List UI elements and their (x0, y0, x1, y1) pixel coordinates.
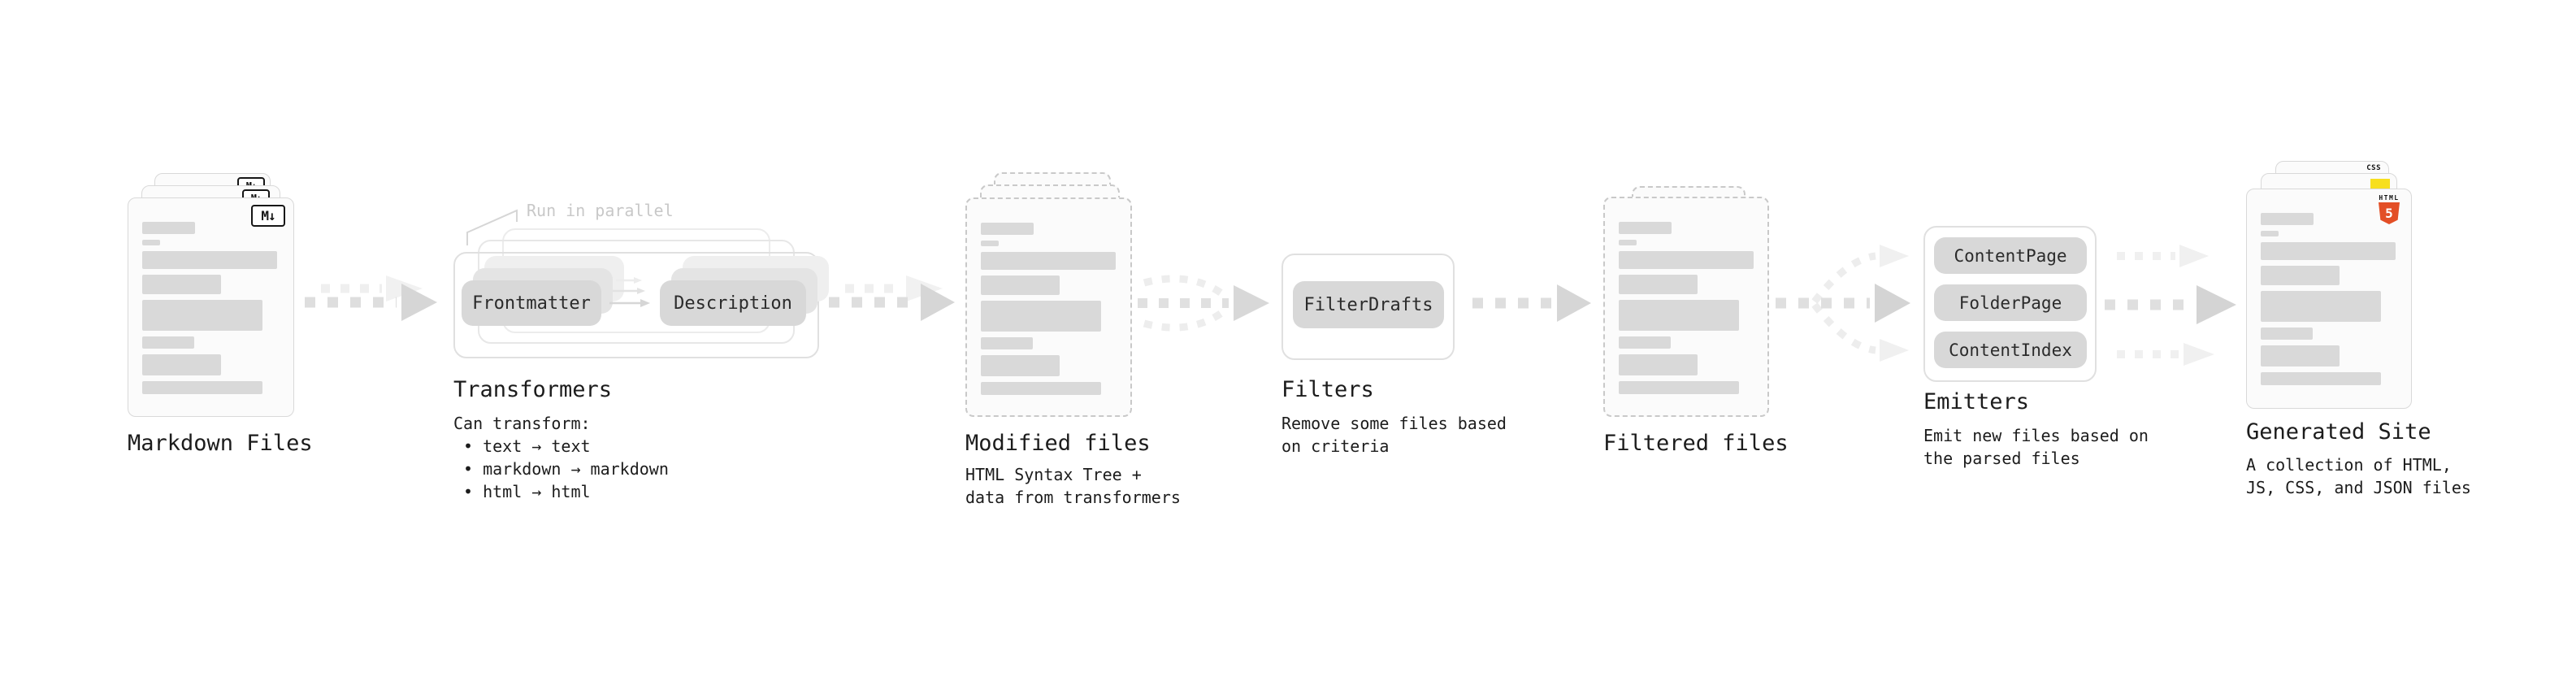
modified-files-description-line1: HTML Syntax Tree + (965, 465, 1142, 484)
html5-icon-shield: 5 (2379, 202, 2400, 224)
flow-arrow-modified-to-filters-converge (1138, 275, 1269, 332)
markdown-icon: M↓ (251, 205, 285, 227)
flow-arrow-emitters-to-site (2105, 245, 2236, 366)
emitter-node-folderpage: FolderPage (1934, 284, 2087, 321)
parallel-mini-arrows (609, 277, 650, 307)
transformers-bullet-1: • text → text (463, 436, 591, 456)
content-placeholder-bar (981, 382, 1101, 395)
content-placeholder-bar (981, 301, 1101, 332)
filters-description-line2: on criteria (1281, 436, 1390, 456)
emitters-label: Emitters (1923, 389, 2030, 414)
markdown-file-card-front: M↓ (128, 197, 294, 417)
modified-files-description: HTML Syntax Tree + data from transformer… (965, 463, 1181, 509)
transformers-description: Can transform: • text → text • markdown … (453, 412, 669, 503)
content-placeholder-bar (2261, 231, 2279, 236)
filtered-file-card-front (1603, 197, 1769, 417)
content-placeholder-bar (1619, 251, 1754, 269)
content-placeholder-bar (142, 381, 262, 394)
content-placeholder-bar (2261, 266, 2340, 285)
flow-arrow-filters-to-filtered (1472, 284, 1591, 322)
transformer-node-frontmatter: Frontmatter (462, 280, 601, 326)
content-placeholder-bar (981, 252, 1116, 270)
emitters-description-line2: the parsed files (1923, 449, 2080, 468)
filters-frame (1281, 254, 1455, 360)
content-placeholder-bar (1619, 222, 1672, 234)
js-icon (2370, 179, 2390, 191)
flow-arrow-transformers-to-modified (829, 275, 955, 321)
filtered-files-label: Filtered files (1603, 431, 1789, 456)
generated-site-description-line1: A collection of HTML, (2246, 455, 2452, 475)
emitters-frame (1923, 226, 2097, 382)
emitter-node-contentpage: ContentPage (1934, 237, 2087, 274)
emitters-description-line1: Emit new files based on (1923, 426, 2149, 445)
content-placeholder-bar (142, 222, 195, 234)
content-placeholder-bar (142, 354, 221, 375)
transformer-frame-front (453, 252, 819, 358)
run-in-parallel-annotation: Run in parallel (527, 201, 674, 220)
filters-label: Filters (1281, 377, 1374, 402)
content-placeholder-bar (981, 223, 1034, 235)
emitter-node-contentindex: ContentIndex (1934, 332, 2087, 368)
file-content-placeholder (967, 199, 1130, 395)
file-content-placeholder (2247, 189, 2411, 385)
content-placeholder-bar (2261, 213, 2314, 225)
content-placeholder-bar (2261, 327, 2313, 340)
content-placeholder-bar (142, 240, 160, 245)
filters-description: Remove some files based on criteria (1281, 412, 1507, 458)
content-placeholder-bar (142, 251, 277, 269)
transformers-bullet-2: • markdown → markdown (463, 459, 669, 479)
flow-arrow-markdown-to-transformers (305, 275, 437, 321)
generated-site-label: Generated Site (2246, 419, 2431, 445)
generated-site-description-line2: JS, CSS, and JSON files (2246, 478, 2471, 497)
content-placeholder-bar (981, 241, 999, 246)
html5-icon-number: 5 (2385, 205, 2393, 221)
transformers-description-title: Can transform: (453, 414, 591, 433)
content-placeholder-bar (142, 336, 194, 349)
flow-arrow-filtered-to-emitters-diverge (1776, 245, 1910, 362)
css-icon: CSS (2366, 165, 2381, 172)
content-placeholder-bar (2261, 242, 2396, 260)
modified-files-description-line2: data from transformers (965, 488, 1181, 507)
content-placeholder-bar (2261, 291, 2381, 322)
content-placeholder-bar (981, 355, 1060, 376)
html5-icon: HTML 5 (2377, 194, 2401, 224)
filter-node-filterdrafts: FilterDrafts (1293, 281, 1444, 328)
emitters-description: Emit new files based on the parsed files (1923, 424, 2149, 470)
content-placeholder-bar (142, 300, 262, 331)
content-placeholder-bar (981, 337, 1033, 349)
content-placeholder-bar (2261, 372, 2381, 385)
html5-icon-word: HTML (2379, 194, 2400, 202)
content-placeholder-bar (1619, 336, 1671, 349)
modified-files-label: Modified files (965, 431, 1151, 456)
filters-description-line1: Remove some files based (1281, 414, 1507, 433)
content-placeholder-bar (1619, 240, 1637, 245)
transformers-bullet-3: • html → html (463, 482, 591, 501)
content-placeholder-bar (2261, 345, 2340, 367)
content-placeholder-bar (1619, 381, 1739, 394)
transformer-node-description: Description (660, 280, 806, 326)
content-placeholder-bar (142, 275, 221, 294)
css-icon-word: CSS (2366, 164, 2381, 172)
content-placeholder-bar (1619, 275, 1698, 294)
content-placeholder-bar (981, 275, 1060, 295)
transformers-label: Transformers (453, 377, 613, 402)
modified-file-card-front (965, 197, 1132, 417)
content-placeholder-bar (1619, 354, 1698, 375)
file-content-placeholder (128, 198, 293, 394)
file-content-placeholder (1605, 198, 1767, 394)
generated-site-description: A collection of HTML, JS, CSS, and JSON … (2246, 453, 2471, 499)
content-placeholder-bar (1619, 300, 1739, 331)
annotation-leader-line (466, 209, 518, 245)
markdown-files-label: Markdown Files (128, 431, 313, 456)
site-file-card-html: HTML 5 (2246, 189, 2412, 409)
